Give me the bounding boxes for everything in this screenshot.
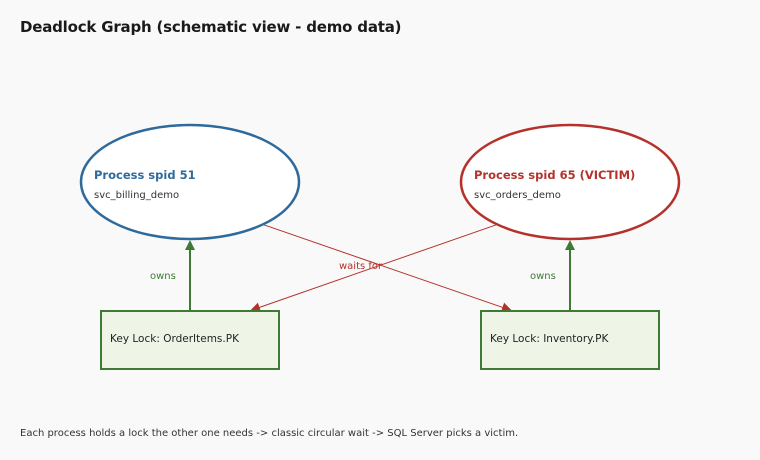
lock-label: Key Lock: Inventory.PK (490, 333, 610, 345)
process-app: svc_billing_demo (94, 190, 179, 201)
lock-box (100, 310, 280, 370)
process-name: Process spid 51 (94, 168, 196, 182)
owns-label-right: owns (530, 271, 556, 282)
waits-for-edge-spid65 (250, 219, 511, 313)
process-app: svc_orders_demo (474, 190, 561, 201)
footer-note: Each process holds a lock the other one … (20, 428, 519, 439)
process-node-spid65-victim[interactable]: Process spid 65 (VICTIM) svc_orders_demo (459, 123, 681, 241)
process-ellipse (459, 123, 681, 241)
lock-node-orderitems[interactable]: Key Lock: OrderItems.PK (100, 310, 280, 370)
lock-label: Key Lock: OrderItems.PK (110, 333, 240, 345)
process-ellipse (79, 123, 301, 241)
lock-box (480, 310, 660, 370)
owns-label-left: owns (150, 271, 176, 282)
page-title: Deadlock Graph (schematic view - demo da… (20, 18, 402, 36)
lock-node-inventory[interactable]: Key Lock: Inventory.PK (480, 310, 660, 370)
waits-for-label: waits for (339, 261, 383, 272)
process-name: Process spid 65 (VICTIM) (474, 168, 635, 182)
process-node-spid51[interactable]: Process spid 51 svc_billing_demo (79, 123, 301, 241)
